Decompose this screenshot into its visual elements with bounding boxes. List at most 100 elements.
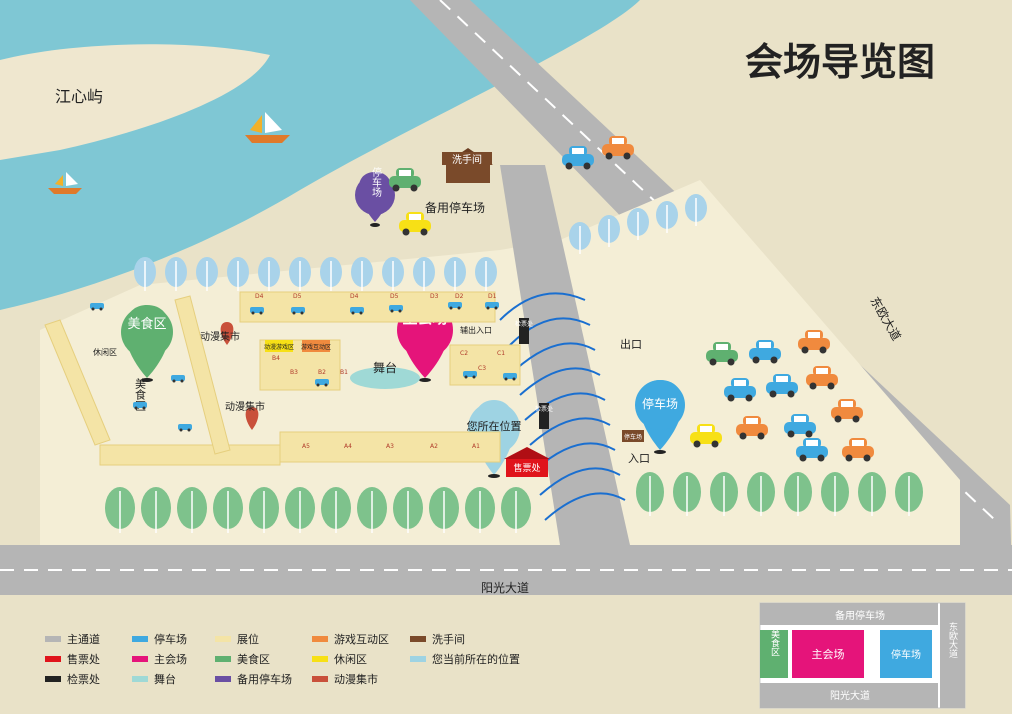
car-icon bbox=[389, 305, 403, 313]
booth-code: D4 bbox=[350, 293, 359, 300]
tree-icon bbox=[475, 257, 497, 291]
stage[interactable]: 舞台 bbox=[350, 360, 420, 389]
tree-icon bbox=[429, 487, 459, 533]
tree-icon bbox=[569, 222, 591, 254]
legend-label: 游戏互动区 bbox=[334, 633, 389, 646]
tree-icon bbox=[747, 472, 775, 516]
car-icon bbox=[749, 340, 781, 364]
legend-label: 主通道 bbox=[67, 632, 100, 646]
car-icon bbox=[350, 307, 364, 315]
legend-label: 主会场 bbox=[154, 652, 187, 666]
island bbox=[0, 44, 270, 160]
legend-item: 主通道 bbox=[45, 632, 100, 646]
entrance-road bbox=[500, 165, 630, 545]
tree-icon bbox=[357, 487, 387, 533]
comic-market-marker-2: 动漫集市 bbox=[225, 400, 265, 430]
car-icon bbox=[842, 438, 874, 462]
car-icon bbox=[485, 302, 499, 310]
booth-code: D2 bbox=[455, 293, 464, 300]
tree-icon bbox=[141, 487, 171, 533]
mini-map: 备用停车场 美食区 主会场 停车场 东欧大道 阳光大道 bbox=[759, 602, 966, 709]
booth-area bbox=[44, 291, 521, 466]
legend-item: 舞台 bbox=[132, 672, 176, 686]
legend-label: 展位 bbox=[237, 632, 259, 646]
toilet-label: 洗手间 bbox=[452, 153, 482, 166]
car-icon bbox=[171, 375, 185, 383]
comic-label-1: 动漫集市 bbox=[200, 330, 240, 343]
parking-pin[interactable]: 停车场 bbox=[635, 380, 685, 454]
booth-code: A4 bbox=[344, 443, 352, 450]
mini-map-top-label: 备用停车场 bbox=[835, 609, 885, 622]
you-are-here-label: 您所在位置 bbox=[467, 419, 522, 433]
car-icon bbox=[448, 302, 462, 310]
legend-label: 洗手间 bbox=[432, 632, 465, 646]
backup-parking-label: 备用停车场 bbox=[425, 200, 485, 215]
ticket-check-2-label: 检票处 bbox=[535, 405, 553, 413]
stage-label: 舞台 bbox=[373, 360, 397, 375]
tree-icon bbox=[351, 257, 373, 291]
car-icon bbox=[399, 212, 431, 236]
tree-icon bbox=[382, 257, 404, 291]
car-icon bbox=[736, 416, 768, 440]
food-pin[interactable]: 美食区 bbox=[121, 305, 173, 382]
car-icon bbox=[690, 424, 722, 448]
tree-icon bbox=[673, 472, 701, 516]
tree-icon bbox=[258, 257, 280, 291]
game-zone-1-label: 动漫游戏区 bbox=[264, 343, 294, 351]
mini-map-center-label: 主会场 bbox=[812, 647, 845, 661]
booth-code: B1 bbox=[340, 369, 348, 376]
car-icon bbox=[784, 414, 816, 438]
car-icon bbox=[562, 146, 594, 170]
backup-parking-pin[interactable]: 停车场 bbox=[355, 166, 395, 227]
booth-code: C1 bbox=[497, 350, 505, 357]
car-icon bbox=[90, 303, 104, 311]
tree-icon bbox=[710, 472, 738, 516]
tree-icon bbox=[249, 487, 279, 533]
tree-icon bbox=[320, 257, 342, 291]
trees bbox=[105, 194, 923, 533]
comic-market-marker-1: 动漫集市 bbox=[200, 322, 240, 345]
car-icon bbox=[315, 379, 329, 387]
booth-code: C2 bbox=[460, 350, 468, 357]
legend-item: 您当前所在的位置 bbox=[410, 652, 520, 666]
tree-icon bbox=[177, 487, 207, 533]
ticket-office-label: 售票处 bbox=[513, 462, 540, 474]
tree-icon bbox=[636, 472, 664, 516]
ticket-office[interactable]: 售票处 bbox=[504, 447, 550, 477]
legend-item: 动漫集市 bbox=[312, 672, 378, 686]
tree-icon bbox=[289, 257, 311, 291]
mini-map-left-label: 美食区 bbox=[769, 628, 780, 656]
legend-label: 停车场 bbox=[154, 632, 187, 646]
tree-icon bbox=[501, 487, 531, 533]
legend-item: 备用停车场 bbox=[215, 672, 292, 686]
side-entry-label: 辅出入口 bbox=[460, 325, 492, 335]
ticket-check-1: 检票处 bbox=[515, 318, 533, 344]
tree-icon bbox=[321, 487, 351, 533]
car-icon bbox=[291, 307, 305, 315]
game-zone-sign-1: 动漫游戏区 bbox=[264, 340, 294, 352]
tree-icon bbox=[285, 487, 315, 533]
car-icon bbox=[706, 342, 738, 366]
tree-icon bbox=[598, 215, 620, 247]
tree-icon bbox=[165, 257, 187, 291]
tree-icon bbox=[213, 487, 243, 533]
car-icon bbox=[389, 168, 421, 192]
legend-label: 备用停车场 bbox=[237, 672, 292, 686]
tree-icon bbox=[784, 472, 812, 516]
legend-item: 售票处 bbox=[45, 652, 100, 666]
legend-label: 休闲区 bbox=[334, 652, 367, 666]
ticket-check-2: 检票处 bbox=[535, 403, 553, 429]
tree-icon bbox=[465, 487, 495, 533]
car-icon bbox=[602, 136, 634, 160]
tree-icon bbox=[858, 472, 886, 516]
booth-code: D1 bbox=[488, 293, 497, 300]
car-icon bbox=[178, 424, 192, 432]
legend-label: 动漫集市 bbox=[334, 672, 378, 686]
tree-icon bbox=[227, 257, 249, 291]
car-icon bbox=[798, 330, 830, 354]
tree-icon bbox=[413, 257, 435, 291]
mini-map-side-label: 东欧大道 bbox=[947, 621, 958, 659]
booth-code: B3 bbox=[290, 369, 298, 376]
entrance-label: 入口 bbox=[628, 452, 650, 465]
